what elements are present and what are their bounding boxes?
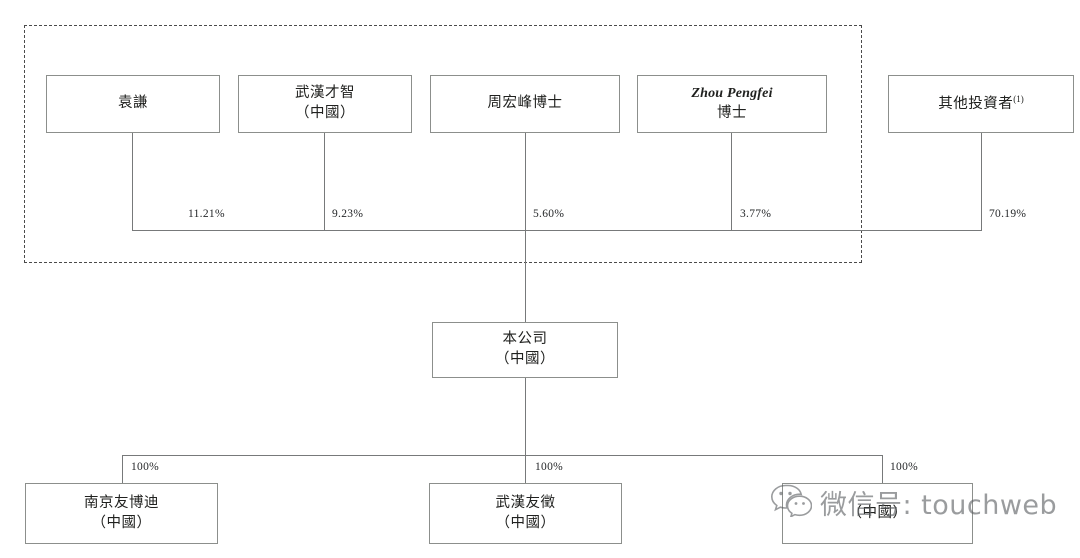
shareholder-bus-line <box>132 230 982 231</box>
shareholder-4-name: Zhou Pengfei <box>691 85 773 101</box>
connector-subsidiary-1 <box>122 455 123 483</box>
subsidiary-1-name: 南京友博迪 <box>84 494 159 511</box>
connector-subsidiary-2 <box>525 455 526 483</box>
subsidiary-pct-3: 100% <box>890 461 919 473</box>
subsidiary-pct-2: 100% <box>535 461 564 473</box>
ownership-pct-5: 70.19% <box>989 208 1027 220</box>
shareholder-5-label: 其他投資者 <box>938 96 1014 113</box>
connector-shareholder-2 <box>324 133 325 231</box>
connector-subsidiary-3 <box>882 455 883 483</box>
ownership-pct-1: 11.21% <box>188 208 225 220</box>
connector-shareholder-1 <box>132 133 133 231</box>
subsidiary-3-sub: （中國） <box>847 504 908 521</box>
subsidiary-pct-1: 100% <box>131 461 160 473</box>
shareholder-box-4[interactable]: Zhou Pengfei 博士 <box>637 75 827 133</box>
company-sub: （中國） <box>495 351 555 367</box>
company-name: 本公司 <box>502 331 548 348</box>
connector-bus-to-company <box>525 230 526 322</box>
shareholder-5-name: 其他投資者(1) <box>938 93 1024 114</box>
subsidiary-2-name: 武漢友徵 <box>495 494 556 511</box>
shareholder-1-name: 袁謙 <box>118 95 148 112</box>
connector-shareholder-4 <box>731 133 732 231</box>
subsidiary-1-sub: （中國） <box>91 514 152 531</box>
subsidiary-box-1[interactable]: 南京友博迪 （中國） <box>25 483 218 544</box>
shareholder-4-sub: 博士 <box>717 104 747 121</box>
shareholder-group-boundary <box>24 25 862 263</box>
shareholder-box-2[interactable]: 武漢才智 （中國） <box>238 75 412 133</box>
subsidiary-box-2[interactable]: 武漢友徵 （中國） <box>429 483 622 544</box>
ownership-pct-4: 3.77% <box>740 208 772 220</box>
connector-shareholder-5 <box>981 133 982 231</box>
company-box[interactable]: 本公司 （中國） <box>432 322 618 378</box>
shareholder-5-footnote-marker: (1) <box>1013 94 1024 105</box>
subsidiary-2-sub: （中國） <box>495 514 556 531</box>
shareholder-3-name: 周宏峰博士 <box>487 95 563 112</box>
connector-company-to-bus <box>525 378 526 455</box>
ownership-pct-3: 5.60% <box>533 208 565 220</box>
shareholder-box-5[interactable]: 其他投資者(1) <box>888 75 1074 133</box>
subsidiary-box-3[interactable]: （中國） <box>782 483 973 544</box>
shareholder-2-name: 武漢才智 <box>295 85 355 102</box>
shareholder-2-sub: （中國） <box>295 105 355 121</box>
shareholder-box-1[interactable]: 袁謙 <box>46 75 220 133</box>
shareholder-box-3[interactable]: 周宏峰博士 <box>430 75 620 133</box>
subsidiary-bus-line <box>122 455 882 456</box>
connector-shareholder-3 <box>525 133 526 231</box>
ownership-pct-2: 9.23% <box>332 208 364 220</box>
